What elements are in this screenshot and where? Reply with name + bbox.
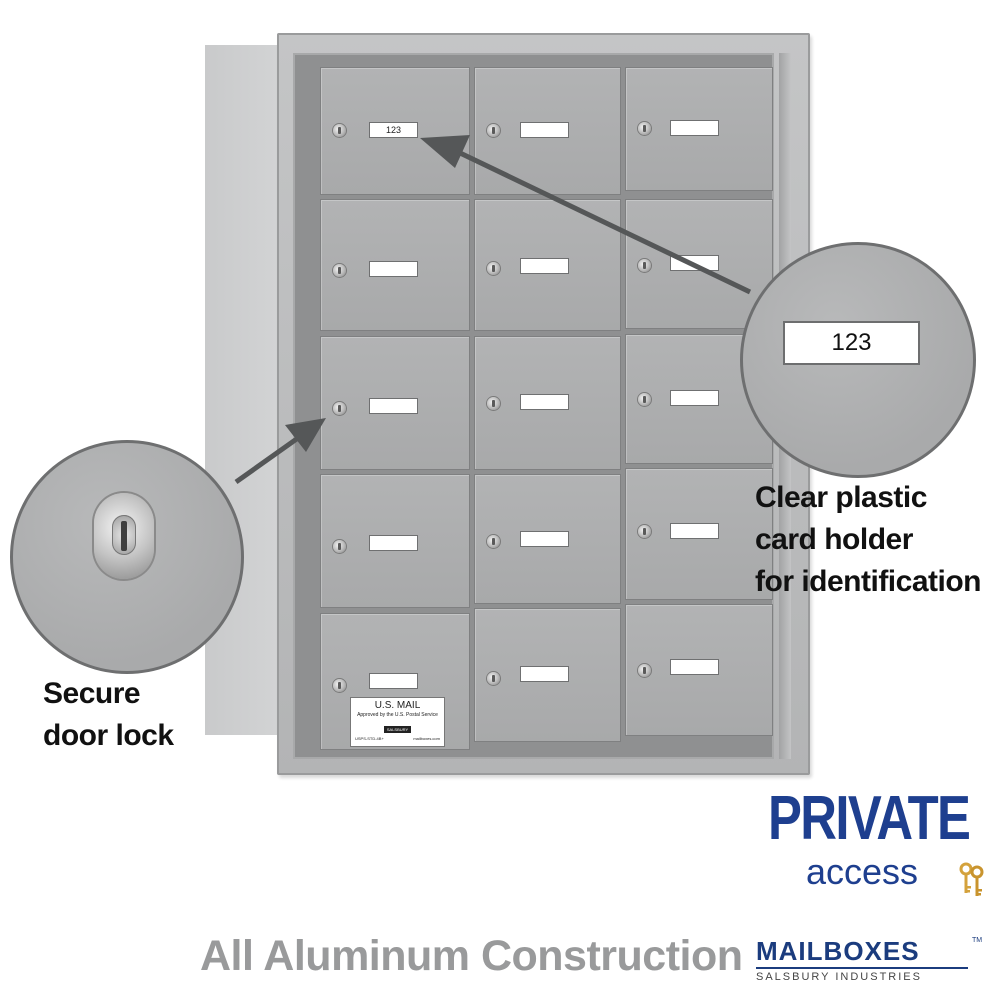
id-card-holder bbox=[370, 262, 417, 276]
zoom-id-card: 123 bbox=[785, 323, 918, 363]
mailboxes-trademark: TM bbox=[972, 937, 983, 944]
usps-plate-approval: Approved by the U.S. Postal Service bbox=[357, 712, 438, 718]
id-card-holder bbox=[671, 660, 718, 674]
id-card-holder bbox=[671, 121, 718, 135]
lock-icon bbox=[333, 402, 346, 415]
id-card-holder bbox=[370, 536, 417, 550]
door-lock-arrowhead bbox=[285, 418, 326, 452]
id-card-holder bbox=[521, 532, 568, 546]
lock-icon bbox=[487, 397, 500, 410]
mailboxes-logo-subtitle: SALSBURY INDUSTRIES bbox=[756, 971, 922, 983]
lock-icon bbox=[333, 679, 346, 692]
usps-plate-model: USPS-STD-4B+ bbox=[355, 736, 384, 741]
id-card-holder bbox=[671, 524, 718, 538]
lock-icon bbox=[638, 122, 651, 135]
card-holder-label-line: Clear plastic bbox=[755, 481, 927, 514]
id-card-holder bbox=[370, 399, 417, 413]
usps-approval-plate: U.S. MAIL Approved by the U.S. Postal Se… bbox=[351, 698, 444, 746]
usps-plate-footer: USPS-STD-4B+ mailboxes.com bbox=[351, 736, 444, 742]
door-lock-label-line: door lock bbox=[43, 719, 174, 752]
lock-icon bbox=[638, 259, 651, 272]
lock-icon bbox=[638, 664, 651, 677]
lock-icon bbox=[487, 535, 500, 548]
access-logo-word: access bbox=[806, 851, 919, 892]
door-lock-label-line: Secure bbox=[43, 677, 141, 710]
door-lock-label: Secure door lock bbox=[43, 673, 174, 757]
lock-icon bbox=[333, 264, 346, 277]
card-holder-label-line: card holder bbox=[755, 523, 913, 556]
card-holder-arrow bbox=[456, 149, 752, 295]
card-holder-label-line: for identification bbox=[755, 565, 982, 598]
id-card-holder bbox=[521, 123, 568, 137]
mailboxes-logo-rule bbox=[756, 967, 968, 969]
lock-icon bbox=[333, 124, 346, 137]
lock-icon bbox=[638, 525, 651, 538]
door-lock-arrow bbox=[234, 435, 300, 485]
id-card-holder bbox=[370, 674, 417, 688]
construction-tagline: All Aluminum Construction bbox=[200, 932, 743, 980]
lock-icon bbox=[487, 124, 500, 137]
id-card-holder bbox=[521, 667, 568, 681]
lock-icon bbox=[638, 393, 651, 406]
card-holder-label: Clear plastic card holder for identifica… bbox=[755, 477, 982, 603]
private-logo-word: PRIVATE bbox=[768, 784, 971, 853]
lock-icon bbox=[333, 540, 346, 553]
card-holder-arrowhead bbox=[420, 135, 470, 168]
lock-icon bbox=[487, 672, 500, 685]
usps-plate-site: mailboxes.com bbox=[413, 736, 440, 741]
mailboxes-logo: MAILBOXES bbox=[756, 936, 920, 966]
id-card-holder: 123 bbox=[370, 123, 417, 137]
id-card-holder bbox=[521, 395, 568, 409]
id-card-holder bbox=[521, 259, 568, 273]
usps-plate-brand: SALSBURY bbox=[383, 726, 412, 733]
lock-icon bbox=[487, 262, 500, 275]
keys-icon bbox=[959, 862, 984, 896]
zoom-lock-icon bbox=[94, 493, 154, 579]
id-card-holder bbox=[671, 391, 718, 405]
usps-plate-title: U.S. MAIL bbox=[374, 700, 421, 711]
